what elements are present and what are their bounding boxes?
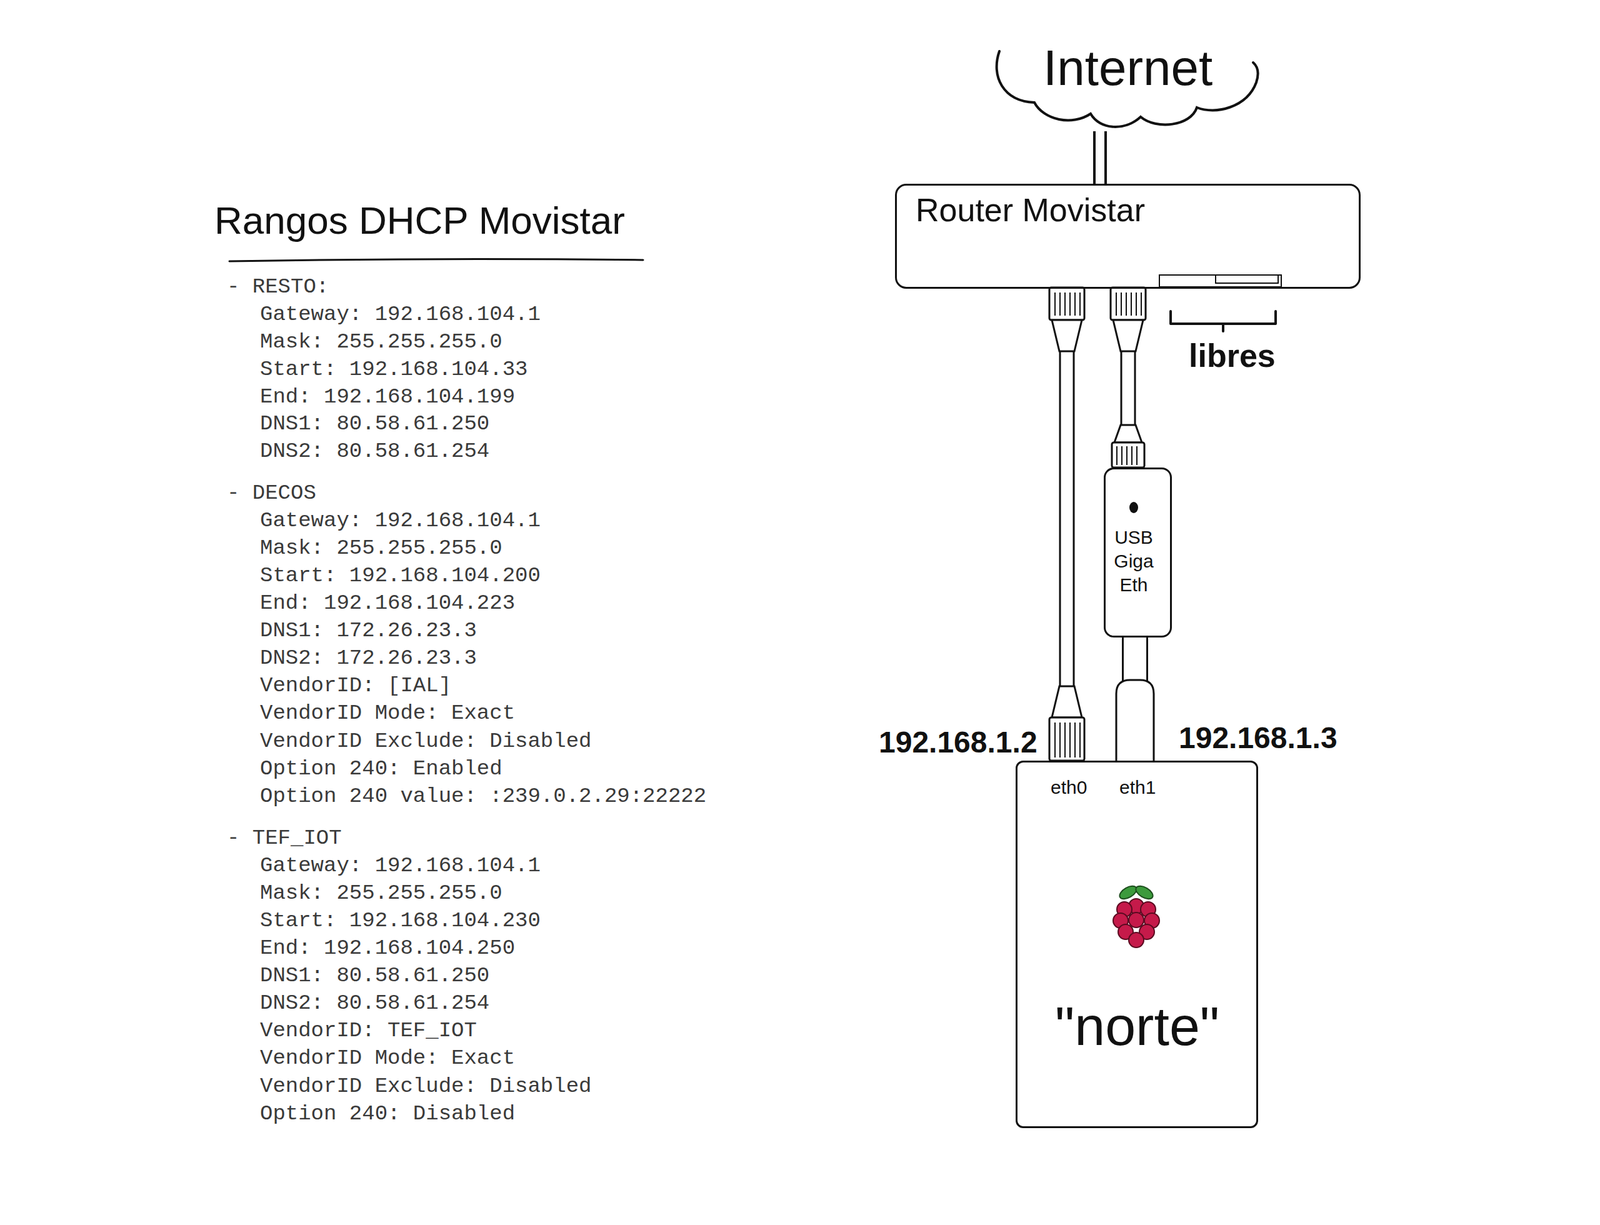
config-line: DNS1: 172.26.23.3 <box>260 616 477 645</box>
logo-berry <box>1128 912 1144 928</box>
plug-boot <box>1051 686 1082 718</box>
ip-address: 192.168.1.2 <box>878 724 1038 761</box>
uplink-stroke <box>1094 131 1106 184</box>
adapter-label: USB Giga Eth <box>1108 525 1159 597</box>
plug-ribs <box>1055 292 1080 316</box>
router-box: Router Movistar <box>895 183 1361 289</box>
config-line: DNS2: 172.26.23.3 <box>260 644 477 672</box>
rj45-plug <box>1111 442 1145 468</box>
rj45-plug <box>1049 287 1085 320</box>
config-line: End: 192.168.104.223 <box>260 589 515 617</box>
title-underline <box>229 258 644 262</box>
config-line: DNS2: 80.58.61.254 <box>260 989 490 1017</box>
section-heading: - RESTO: <box>226 273 329 301</box>
config-line: DNS1: 80.58.61.250 <box>260 410 490 438</box>
cloud-shape: Internet <box>990 32 1266 132</box>
port-note: libres <box>1188 336 1276 375</box>
host-name: "norte" <box>1055 995 1220 1058</box>
config-line: Start: 192.168.104.200 <box>260 561 541 590</box>
cloud-label: Internet <box>1043 40 1213 97</box>
config-line: Start: 192.168.104.33 <box>260 355 528 384</box>
usb-adapter: USB Giga Eth <box>1103 467 1172 638</box>
plug-ribs <box>1055 722 1080 758</box>
config-line: VendorID: [IAL] <box>260 671 452 700</box>
config-line: VendorID Exclude: Disabled <box>260 1072 592 1100</box>
free-port-slot <box>1215 275 1279 284</box>
config-line: End: 192.168.104.250 <box>260 934 515 962</box>
usb-plug <box>1116 680 1154 761</box>
port-label: eth0 <box>1050 776 1087 799</box>
free-ports <box>1159 275 1282 287</box>
plug-ribs <box>1116 446 1137 465</box>
logo-berry <box>1128 932 1144 948</box>
config-line: VendorID Mode: Exact <box>260 1044 515 1072</box>
router-label: Router Movistar <box>915 190 1145 230</box>
config-line: Gateway: 192.168.104.1 <box>260 506 541 535</box>
config-line: DNS2: 80.58.61.254 <box>260 437 490 465</box>
plug-boot <box>1114 425 1142 443</box>
config-line: Start: 192.168.104.230 <box>260 906 541 935</box>
config-line: End: 192.168.104.199 <box>260 383 515 411</box>
config-line: VendorID Mode: Exact <box>260 699 515 727</box>
section-heading: - DECOS <box>226 479 317 507</box>
bracket <box>1170 311 1276 332</box>
ip-address: 192.168.1.3 <box>1178 720 1338 757</box>
config-line: Option 240: Disabled <box>260 1100 515 1128</box>
raspberry-pi-box: eth0 eth1 "norte" <box>1015 760 1259 1129</box>
config-line: VendorID: TEF_IOT <box>260 1016 477 1045</box>
plug-boot <box>1051 320 1082 352</box>
config-line: VendorID Exclude: Disabled <box>260 727 592 755</box>
port-label: eth1 <box>1119 776 1156 799</box>
rj45-plug <box>1110 287 1146 320</box>
plug-ribs <box>1116 292 1142 316</box>
config-line: Gateway: 192.168.104.1 <box>260 300 541 329</box>
uplink-line <box>1094 131 1106 184</box>
config-line: Gateway: 192.168.104.1 <box>260 851 541 880</box>
config-line: Option 240 value: :239.0.2.29:22222 <box>260 782 707 810</box>
config-line: Mask: 255.255.255.0 <box>260 879 503 907</box>
config-line: Mask: 255.255.255.0 <box>260 328 503 356</box>
config-line: DNS1: 80.58.61.250 <box>260 961 490 990</box>
rj45-plug <box>1049 717 1085 761</box>
raspberry-logo <box>1113 883 1160 948</box>
led-dot <box>1129 501 1139 514</box>
section-heading: - TEF_IOT <box>226 824 342 852</box>
config-line: Option 240: Enabled <box>260 755 503 783</box>
config-line: Mask: 255.255.255.0 <box>260 534 503 562</box>
diagram-title: Rangos DHCP Movistar <box>214 197 625 244</box>
plug-boot <box>1113 320 1144 352</box>
